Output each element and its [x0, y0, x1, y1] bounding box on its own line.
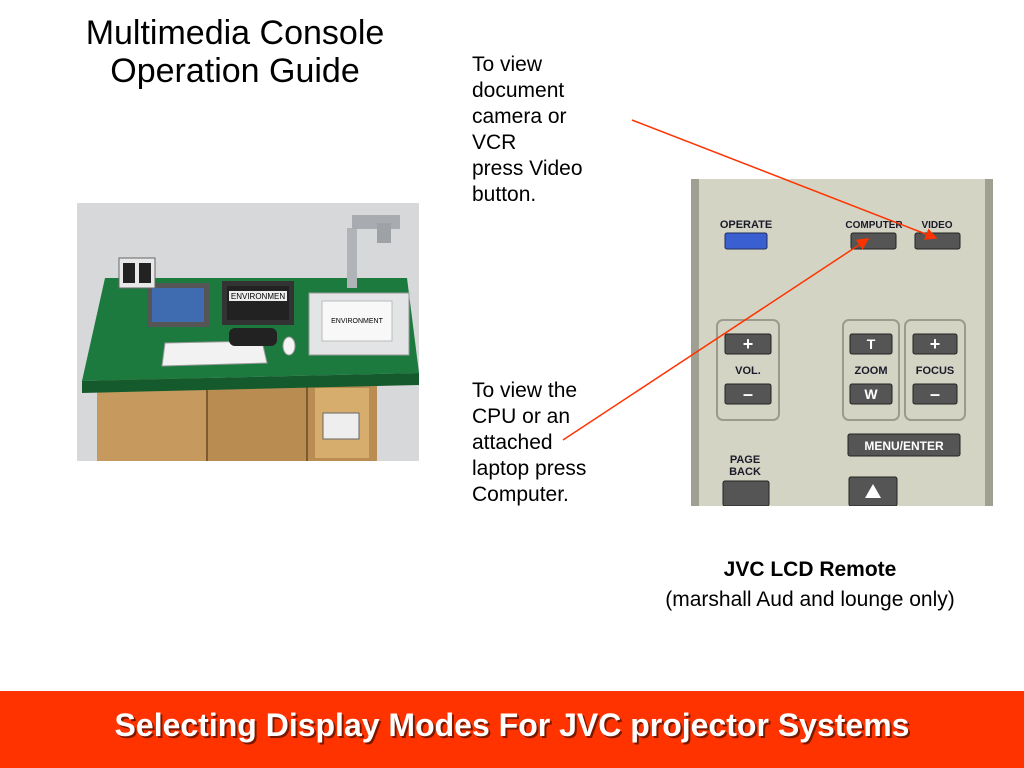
video-instruction-line: To view: [472, 53, 543, 76]
video-instruction-line: document: [472, 79, 565, 102]
focus-up-button[interactable]: [912, 333, 958, 355]
page-label: PAGE: [730, 454, 760, 466]
video-instruction: To view document camera or VCR press Vid…: [472, 52, 622, 208]
zoom-label: ZOOM: [855, 365, 888, 377]
remote-caption: JVC LCD Remote (marshall Aud and lounge …: [600, 555, 1020, 615]
slide-title: Multimedia Console Operation Guide: [30, 14, 440, 90]
back-label: BACK: [729, 466, 761, 478]
arrow-up-icon: [865, 484, 881, 498]
menu-enter-label: MENU/ENTER: [864, 439, 944, 453]
computer-instruction-line: To view the: [472, 379, 578, 402]
operate-label: OPERATE: [720, 219, 772, 231]
title-line-1: Multimedia Console: [85, 14, 385, 52]
focus-label: FOCUS: [916, 365, 955, 377]
video-instruction-line: press Video: [472, 157, 583, 180]
caption-title: JVC LCD Remote: [723, 558, 897, 581]
caption-subtitle: (marshall Aud and lounge only): [665, 588, 955, 611]
minus-icon: –: [930, 384, 940, 404]
zoom-t-label: T: [867, 336, 876, 352]
computer-label: COMPUTER: [845, 220, 903, 231]
computer-instruction-line: Computer.: [472, 483, 569, 506]
video-instruction-line: camera or: [472, 105, 567, 128]
video-button[interactable]: [914, 232, 961, 250]
plus-icon: +: [930, 334, 941, 354]
video-label: VIDEO: [921, 220, 952, 231]
plus-icon: +: [743, 334, 754, 354]
jvc-remote-photo: OPERATE COMPUTER VIDEO + VOL. – T ZOOM W…: [691, 179, 993, 507]
computer-instruction: To view the CPU or an attached laptop pr…: [472, 378, 622, 508]
page-back-button[interactable]: [722, 480, 770, 507]
vol-label: VOL.: [735, 365, 761, 377]
minus-icon: –: [743, 384, 753, 404]
computer-instruction-line: CPU or an: [472, 405, 571, 428]
focus-down-button[interactable]: [912, 383, 958, 405]
footer-title: Selecting Display Modes For JVC projecto…: [114, 707, 910, 743]
multimedia-console-photo: ENVIRONMEN ENVIRONMENT: [77, 203, 419, 461]
computer-instruction-line: laptop press: [472, 457, 587, 480]
video-instruction-line: VCR: [472, 131, 517, 154]
operate-button[interactable]: [724, 232, 768, 250]
zoom-w-label: W: [864, 386, 878, 402]
monitor-label: ENVIRONMEN: [231, 292, 285, 301]
menu-enter-button[interactable]: [847, 433, 961, 457]
footer-banner: Selecting Display Modes For JVC projecto…: [0, 691, 1024, 768]
video-instruction-line: button.: [472, 183, 537, 206]
computer-button[interactable]: [850, 232, 897, 250]
computer-instruction-line: attached: [472, 431, 553, 454]
document-label: ENVIRONMENT: [331, 318, 383, 325]
title-line-2: Operation Guide: [110, 52, 360, 90]
